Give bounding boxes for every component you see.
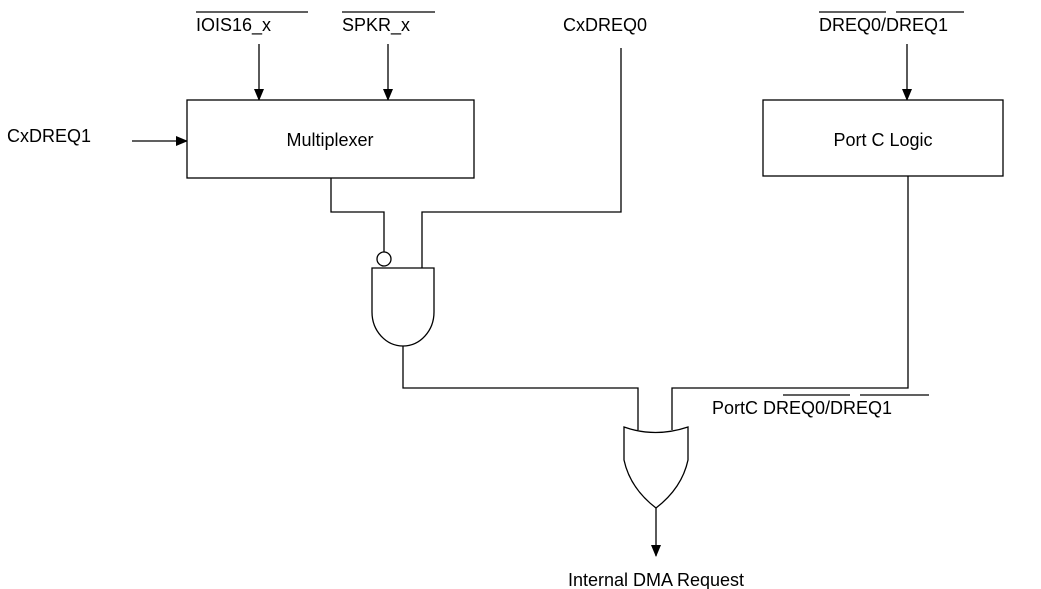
and-to-or-wire bbox=[402, 346, 639, 430]
and-gate bbox=[371, 267, 435, 347]
cxdreq0-label: CxDREQ0 bbox=[563, 15, 647, 35]
or-gate bbox=[623, 426, 689, 509]
portc-to-or-wire bbox=[671, 176, 909, 430]
spkr-label: SPKR_x bbox=[342, 15, 410, 36]
multiplexer-label: Multiplexer bbox=[286, 130, 373, 150]
output-label: Internal DMA Request bbox=[568, 570, 744, 589]
inverter-bubble bbox=[376, 251, 392, 267]
iois16-label: IOIS16_x bbox=[196, 15, 271, 36]
dreq-top-label: DREQ0/DREQ1 bbox=[819, 15, 948, 35]
mux-to-and-wire bbox=[330, 178, 385, 252]
portc-logic-label: Port C Logic bbox=[833, 130, 932, 150]
portc-logic-block bbox=[762, 99, 1004, 177]
cxdreq0-wire bbox=[421, 48, 622, 268]
cxdreq1-label: CxDREQ1 bbox=[7, 126, 91, 146]
portc-dreq-label: PortC DREQ0/DREQ1 bbox=[712, 398, 892, 418]
